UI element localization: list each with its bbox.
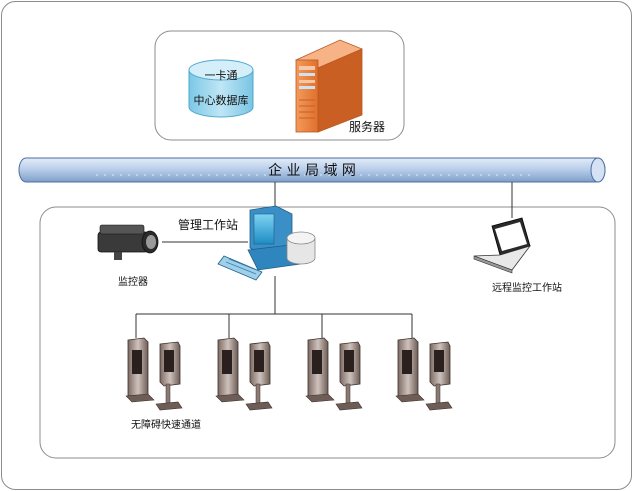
server-label: 服务器: [349, 119, 385, 134]
gate-pair: [305, 337, 363, 411]
database-label-line2: 中心数据库: [194, 93, 249, 107]
gate-pair: [215, 337, 273, 411]
lan-label: 企 业 局 域 网: [268, 162, 356, 179]
client-group-box: [39, 206, 616, 459]
gate-pair: [125, 337, 183, 411]
gate-pair: [395, 337, 453, 411]
gates-label: 无障碍快速通道: [131, 418, 201, 431]
remote-laptop-icon: 远程监控工作站: [473, 217, 562, 294]
camera-icon: 监控器: [97, 224, 159, 288]
database-icon: 一卡通 中心数据库: [188, 59, 254, 118]
management-workstation-label: 管理工作站: [178, 217, 238, 232]
server-icon: 服务器: [294, 39, 385, 134]
lan-pipe: 企 业 局 域 网: [18, 157, 606, 183]
gates-group: [125, 337, 453, 411]
camera-label: 监控器: [118, 275, 148, 288]
remote-workstation-label: 远程监控工作站: [492, 281, 562, 294]
management-workstation-icon: 管理工作站: [178, 205, 316, 281]
database-label-line1: 一卡通: [205, 69, 238, 82]
